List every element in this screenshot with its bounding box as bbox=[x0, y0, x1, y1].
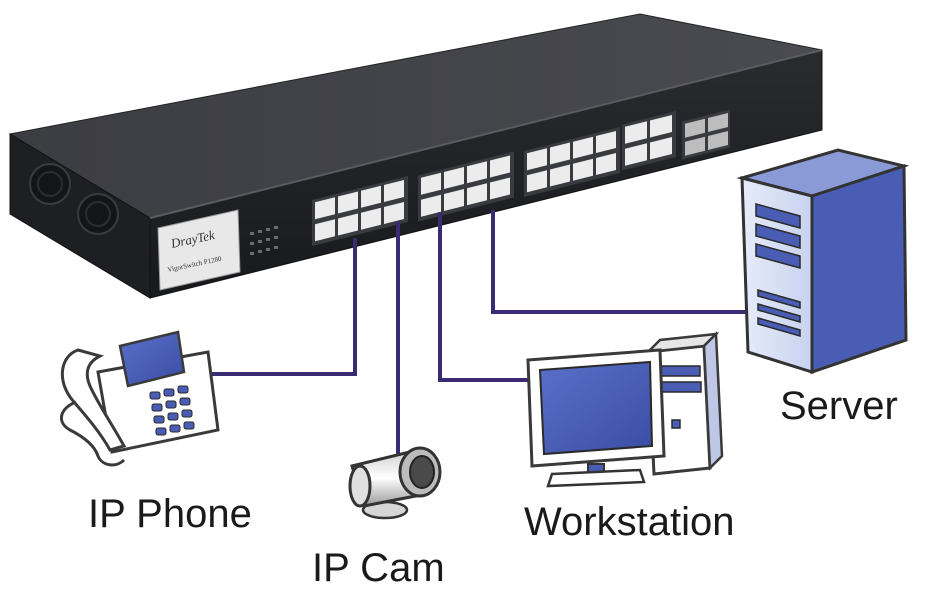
server-label: Server bbox=[780, 384, 898, 428]
port-group-1 bbox=[312, 176, 408, 246]
fan-vent-1 bbox=[29, 163, 71, 205]
ip-cam-label: IP Cam bbox=[312, 546, 445, 590]
status-leds bbox=[250, 226, 278, 255]
cable-workstation bbox=[438, 212, 532, 382]
port-group-2 bbox=[418, 151, 514, 222]
ip-phone-icon bbox=[60, 330, 220, 467]
cable-server bbox=[491, 210, 762, 314]
server-icon bbox=[736, 148, 910, 375]
switch-brand-plate: DrayTek VigorSwitch P1280 bbox=[157, 209, 241, 291]
ip-camera-icon bbox=[348, 446, 442, 520]
fan-vent-2 bbox=[77, 193, 119, 235]
port-group-3 bbox=[524, 127, 620, 197]
port-group-4 bbox=[622, 111, 676, 171]
ip-phone-label: IP Phone bbox=[88, 492, 252, 536]
workstation-label: Workstation bbox=[524, 500, 735, 544]
cable-ip-phone bbox=[188, 238, 357, 376]
workstation-icon bbox=[526, 331, 724, 488]
network-switch: DrayTek VigorSwitch P1280 bbox=[8, 13, 823, 299]
cables bbox=[188, 210, 762, 456]
sfp-ports bbox=[682, 109, 730, 160]
switch-edge-highlight bbox=[149, 49, 823, 219]
